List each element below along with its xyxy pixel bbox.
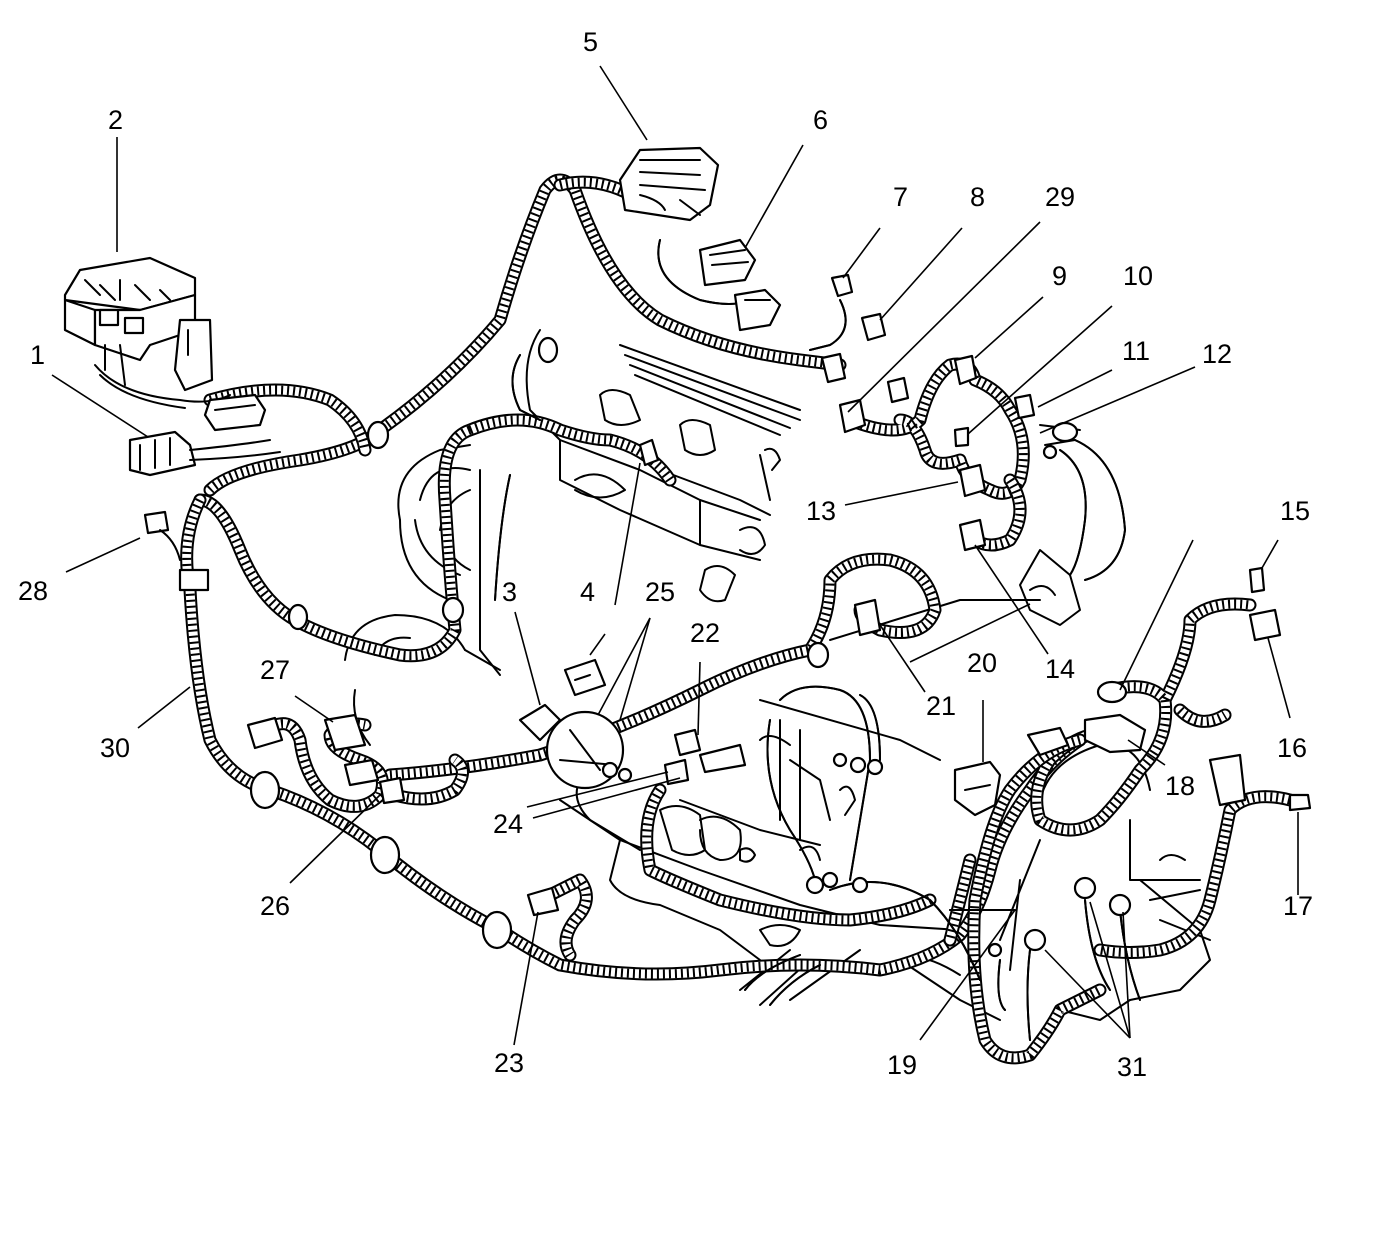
- callout-26: 26: [260, 891, 290, 921]
- leader-lines: [51, 65, 1299, 1046]
- callout-28: 28: [18, 576, 48, 606]
- callout-31: 31: [1117, 1052, 1147, 1082]
- connectors-22-24: [663, 728, 747, 786]
- callout-24: 24: [493, 809, 523, 839]
- callout-17: 17: [1283, 891, 1313, 921]
- connector-20: [953, 726, 1070, 817]
- connector-21: [853, 598, 882, 637]
- callout-3: 3: [502, 577, 517, 607]
- callout-18: 18: [1165, 771, 1195, 801]
- callout-15: 15: [1280, 496, 1310, 526]
- callout-8: 8: [970, 182, 985, 212]
- callout-11: 11: [1122, 336, 1150, 366]
- callout-23: 23: [494, 1048, 524, 1078]
- connectors-15-16: [1248, 566, 1282, 642]
- callout-13: 13: [806, 496, 836, 526]
- callout-5: 5: [583, 27, 598, 57]
- connector-5: [618, 146, 720, 222]
- plain-wires: [494, 239, 1141, 1041]
- connectors-9-14: [953, 354, 1081, 552]
- callout-27: 27: [260, 655, 290, 685]
- connector-1: [128, 393, 281, 477]
- connectors-23-26-27-28: [143, 510, 560, 917]
- callout-16: 16: [1277, 733, 1307, 763]
- callout-labels: 1 2 3 4 5 6 7 8 29 9 10 11 12 13 14 15 1…: [18, 27, 1313, 1082]
- callout-30: 30: [100, 733, 130, 763]
- callout-9: 9: [1052, 261, 1067, 291]
- ring-terminals: [805, 752, 1132, 958]
- callout-14: 14: [1045, 654, 1075, 684]
- callout-22: 22: [690, 618, 720, 648]
- callout-29: 29: [1045, 182, 1075, 212]
- sensors-3-4-25: [518, 438, 660, 790]
- callout-12: 12: [1202, 339, 1232, 369]
- callout-4: 4: [580, 577, 595, 607]
- callout-7: 7: [893, 182, 908, 212]
- callout-2: 2: [108, 105, 123, 135]
- connector-6: [698, 238, 782, 332]
- connector-29: [838, 376, 910, 434]
- callout-25: 25: [645, 577, 675, 607]
- callout-20: 20: [967, 648, 997, 678]
- callout-1: 1: [30, 340, 45, 370]
- junction-block-2: [63, 256, 231, 409]
- callout-21: 21: [926, 691, 956, 721]
- connectors-17-18: [1083, 680, 1312, 812]
- callout-10: 10: [1123, 261, 1153, 291]
- connectors-7-8: [820, 273, 887, 384]
- callout-6: 6: [813, 105, 828, 135]
- grommets: [178, 336, 830, 950]
- callout-19: 19: [887, 1050, 917, 1080]
